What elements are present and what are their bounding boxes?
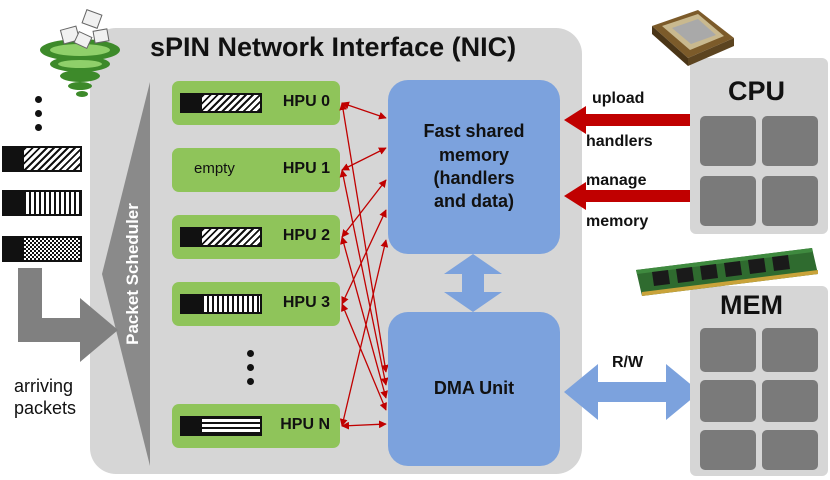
hpu-packet [180,227,262,247]
dot [247,378,254,385]
fast-shared-memory: Fast shared memory (handlers and data) [388,80,560,254]
hpu-packet [180,416,262,436]
arriving-label-2: packets [14,398,77,418]
hpu-packet [180,294,262,314]
dot [35,110,42,117]
dot [35,96,42,103]
memory-label: memory [586,213,649,230]
cpu-core [700,116,756,166]
cpu-chip-icon [652,10,734,66]
arriving-label-1: arriving [14,376,74,396]
cpu-title: CPU [728,76,786,106]
cpu-to-memory-arrows [564,106,692,210]
handlers-label: handlers [586,133,653,150]
arriving-packet [2,236,82,262]
memory-line-4: and data) [433,191,514,212]
arriving-packet [2,190,82,216]
dot [35,124,42,131]
mem-title: MEM [720,290,783,320]
cpu-core [762,116,818,166]
upload-label: upload [592,90,645,107]
arriving-packet [2,146,82,172]
ram-module-icon [636,248,818,296]
dot [247,350,254,357]
hpu-label: HPU 0 [282,93,330,110]
hpu-empty-label: empty [194,160,235,177]
memory-line-3: (handlers [433,168,515,188]
dma-unit: DMA Unit [388,312,560,466]
mem-bank [762,430,818,470]
hpu-2: HPU 2 [172,215,340,259]
hpu-3: HPU 3 [172,282,340,326]
cpu-core [700,176,756,226]
hpu-1: empty HPU 1 [172,148,340,192]
memory-line-2: memory [438,144,509,165]
hpu-label: HPU 3 [282,294,330,311]
mem-bank [700,380,756,422]
tornado-boxes-icon [40,9,120,97]
cpu-core [762,176,818,226]
nic-title: sPIN Network Interface (NIC) [150,32,517,62]
memory-line-1: Fast shared [423,121,525,142]
hpu-label: HPU 2 [282,227,330,244]
hpu-label: HPU 1 [282,160,330,177]
hpu-packet [180,93,262,113]
memory-dma-arrow-icon [444,254,502,312]
hpu-label: HPU N [280,416,330,433]
arrival-arrow-icon [18,268,118,362]
packet-scheduler: Packet Scheduler [102,82,150,466]
dma-label: DMA Unit [433,378,515,399]
cpu-box: CPU [690,58,828,234]
hpu-0: HPU 0 [172,81,340,125]
packet-scheduler-label: Packet Scheduler [123,203,142,345]
mem-bank [762,380,818,422]
rw-arrow-icon [564,364,700,420]
hpu-n: HPU N [172,404,340,448]
manage-label: manage [586,172,647,189]
mem-bank [700,328,756,372]
mem-bank [762,328,818,372]
mem-box: MEM [690,286,828,476]
rw-label: R/W [612,354,644,371]
mem-bank [700,430,756,470]
dot [247,364,254,371]
